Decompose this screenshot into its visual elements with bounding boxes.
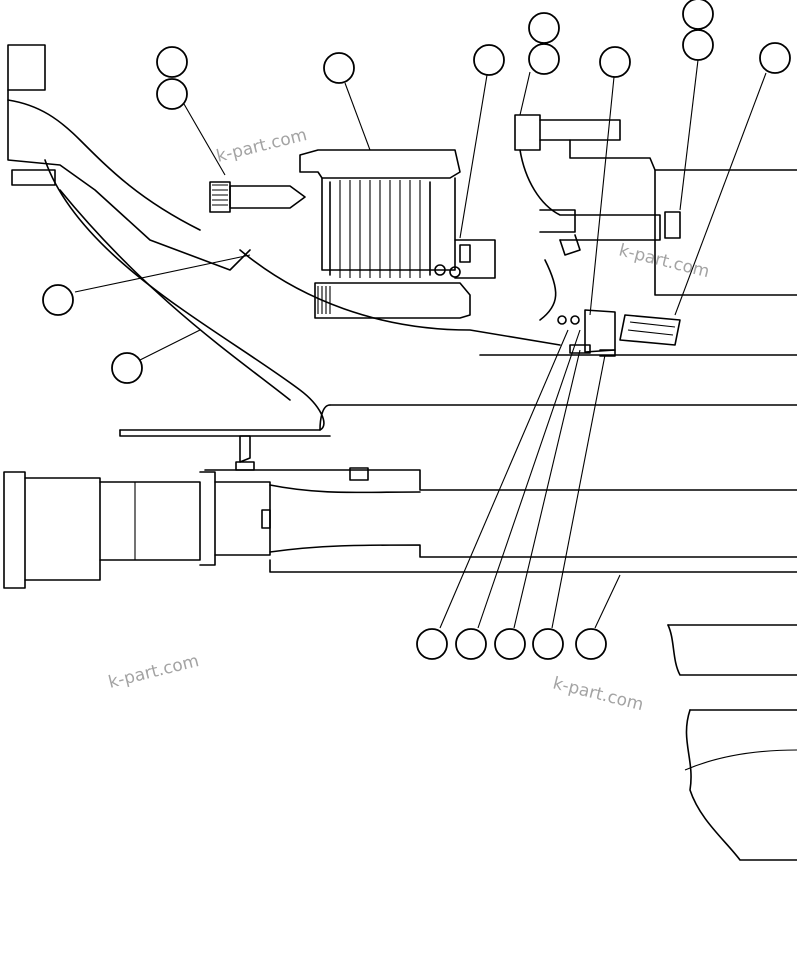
brake-disc-pack: [239, 149, 561, 346]
hub-carrier: [514, 114, 797, 321]
housing-casting: [7, 44, 331, 437]
axle-shaft: [3, 467, 797, 589]
watermark-text-2: k-part.com: [617, 240, 712, 282]
balloon-2: [156, 78, 188, 110]
balloon-9: [682, 29, 714, 61]
balloon-5: [528, 12, 560, 44]
watermarks: k-part.com k-part.com k-part.com k-part.…: [106, 125, 711, 715]
balloon-8: [682, 0, 714, 30]
watermark-text-3: k-part.com: [106, 651, 201, 693]
balloon-16: [532, 628, 564, 660]
watermark-text-1: k-part.com: [214, 125, 309, 167]
balloon-15: [494, 628, 526, 660]
balloon-12: [111, 352, 143, 384]
bearing-and-seal: [557, 309, 681, 357]
bolt-upper-left: [209, 181, 306, 213]
balloon-3: [323, 52, 355, 84]
balloon-17: [575, 628, 607, 660]
balloon-7: [599, 46, 631, 78]
axle-housing-tube: [235, 354, 797, 471]
balloon-14: [455, 628, 487, 660]
watermark-text-4: k-part.com: [551, 673, 646, 715]
piston-assembly: [434, 239, 496, 279]
balloon-13: [416, 628, 448, 660]
balloon-11: [42, 284, 74, 316]
leader-lines: [74, 59, 767, 629]
reference-balloons: [42, 0, 791, 660]
balloon-4: [473, 44, 505, 76]
balloon-1: [156, 46, 188, 78]
balloon-10: [759, 42, 791, 74]
balloon-6: [528, 43, 560, 75]
wheel-rim: [667, 624, 797, 861]
